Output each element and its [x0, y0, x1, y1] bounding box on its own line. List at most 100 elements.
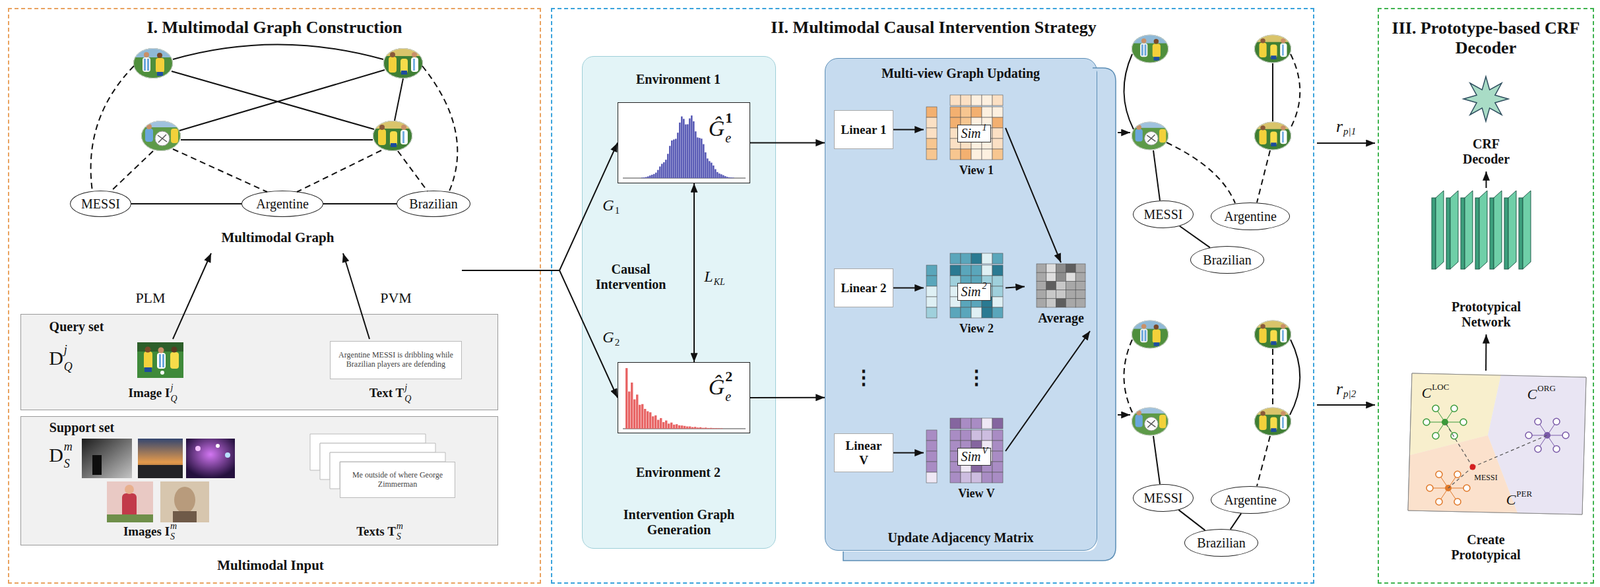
label: e	[725, 389, 732, 405]
network-layer	[1504, 197, 1509, 270]
text-holder: ⋮	[966, 366, 987, 390]
support-image	[81, 438, 235, 523]
histogram-bar	[682, 118, 685, 179]
text-holder: Argentine MESSI is dribbling while Brazi…	[335, 351, 457, 370]
vector-cell	[926, 307, 937, 319]
text-holder: Q	[64, 360, 73, 375]
linear-box: Linear 2	[833, 268, 894, 308]
histogram-bar	[688, 426, 691, 429]
node-label: Argentine	[1223, 492, 1277, 509]
text-holder: j	[64, 343, 68, 357]
label: Texts T	[356, 524, 396, 540]
histogram-bar	[694, 426, 697, 429]
decoder-star	[1463, 76, 1509, 122]
text-holder: Texts T	[356, 524, 396, 540]
graph-photo	[1254, 407, 1292, 437]
matrix-cell	[1065, 281, 1076, 290]
text-holder: View 2	[959, 321, 994, 336]
histogram-bar	[628, 391, 631, 429]
matrix-cell	[960, 461, 972, 473]
matrix-cell	[950, 117, 961, 128]
matrix-cell	[981, 451, 993, 462]
matrix-cell	[992, 451, 1003, 462]
stacked-box	[843, 67, 1116, 561]
flow-arrow	[1117, 131, 1131, 134]
connector	[323, 203, 397, 205]
text-holder: Image I	[128, 385, 171, 401]
node-label: Brazilian	[1196, 535, 1246, 551]
stacked-box	[843, 67, 1116, 561]
text-holder: Argentine	[1223, 209, 1277, 225]
text-holder: S	[170, 531, 175, 543]
text-holder: j	[170, 382, 173, 394]
matrix-cell	[981, 430, 993, 441]
query-set-box: Query setArgentine MESSI is dribbling wh…	[20, 314, 499, 411]
sample-point	[1553, 446, 1560, 453]
text-holder: III. Prototype-based CRF Decoder	[1383, 18, 1589, 59]
text-holder: m	[396, 521, 404, 532]
text-holder: Images I	[123, 524, 170, 540]
node-label: Prototypical Network	[1437, 299, 1536, 330]
label: C	[1527, 385, 1538, 403]
histogram-bar	[704, 152, 707, 179]
histogram-bar	[728, 177, 731, 179]
support-image	[186, 438, 235, 479]
text-holder: G	[602, 328, 614, 348]
text-holder: Ĝ	[708, 374, 726, 400]
label: L	[704, 267, 713, 287]
histogram-bar	[643, 409, 646, 429]
matrix-cell	[950, 149, 961, 160]
label: D	[48, 347, 64, 371]
graph-photo	[1131, 34, 1169, 64]
support-image	[92, 455, 102, 476]
matrix-cell	[992, 95, 1003, 106]
graph-line	[394, 78, 404, 121]
graph-line	[180, 139, 373, 141]
histogram-bar	[663, 162, 666, 179]
matrix-cell	[960, 253, 972, 264]
flow-arrow	[343, 253, 370, 340]
histogram-bar	[657, 170, 660, 179]
label: e	[725, 130, 732, 146]
matrix-cell	[981, 461, 993, 473]
sample-point	[1454, 498, 1461, 506]
text-holder: Multi-view Graph Updating	[881, 65, 1040, 82]
text-card-stack	[329, 452, 446, 489]
entity-ellipse: Brazilian	[1190, 246, 1265, 274]
matrix-cell	[1036, 281, 1047, 290]
histogram-bar	[702, 428, 704, 429]
matrix-cell	[981, 275, 993, 287]
matrix-cell	[992, 128, 1003, 139]
label: 2	[614, 337, 621, 349]
text-holder: PVM	[380, 289, 412, 307]
matrix-cell	[960, 440, 972, 452]
text-holder: Argentine	[1223, 492, 1277, 509]
histogram-bar	[688, 118, 691, 179]
connector	[541, 143, 618, 272]
text-holder: I. Multimodal Graph Construction	[146, 17, 402, 38]
histogram-bar	[625, 368, 628, 429]
distance-line	[1448, 467, 1473, 489]
matrix-cell	[992, 286, 1003, 297]
label: View V	[958, 486, 995, 501]
class-region	[1408, 435, 1518, 514]
histogram-bar	[655, 172, 658, 179]
linear-box: Linear V	[833, 433, 894, 473]
histogram-bar	[720, 174, 723, 179]
text-holder: Q	[170, 393, 177, 405]
label: PER	[1516, 489, 1533, 500]
entity-ellipse: MESSI	[1132, 484, 1195, 512]
label: 1	[982, 122, 988, 134]
distance-line	[1444, 422, 1473, 468]
matrix-cell	[1046, 263, 1057, 273]
label: Image I	[128, 385, 171, 401]
matrix-cell	[992, 149, 1003, 160]
node-label: Me outside of where George Zimmerman	[345, 471, 451, 490]
matrix-cell	[981, 138, 993, 150]
text-holder: e	[725, 130, 732, 146]
matrix-cell	[1065, 263, 1076, 273]
graph-dashed-line	[172, 149, 268, 192]
histogram-bar	[706, 158, 709, 179]
text-holder: MESSI	[1144, 207, 1184, 223]
